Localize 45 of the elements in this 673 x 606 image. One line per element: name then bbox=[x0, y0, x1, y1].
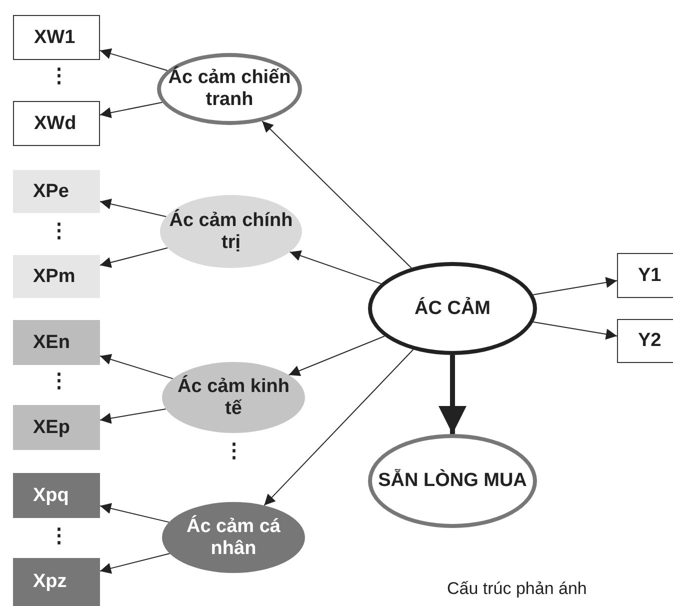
variable-box bbox=[13, 405, 100, 450]
variable-box bbox=[617, 319, 673, 363]
node-label: XEn bbox=[32, 332, 71, 354]
node-label: Ác cảm chính trị bbox=[168, 210, 294, 254]
variable-box bbox=[13, 558, 100, 606]
arrow bbox=[289, 250, 382, 284]
arrow bbox=[288, 336, 386, 376]
variable-box bbox=[617, 253, 673, 298]
arrow bbox=[532, 277, 618, 296]
variable-box bbox=[13, 15, 100, 60]
variable-box bbox=[13, 170, 100, 213]
arrow bbox=[100, 503, 170, 523]
variable-box bbox=[13, 320, 100, 365]
node-label: Y2 bbox=[637, 330, 662, 352]
caption: Cấu trúc phản ánh bbox=[447, 579, 587, 599]
ellipsis-dots: ⋮ bbox=[49, 66, 69, 86]
arrow bbox=[532, 322, 618, 340]
ellipsis-dots: ⋮ bbox=[49, 526, 69, 546]
thick-arrow bbox=[438, 355, 466, 434]
arrow bbox=[100, 198, 167, 218]
arrow bbox=[100, 48, 168, 71]
variable-box bbox=[13, 473, 100, 518]
arrow bbox=[100, 553, 170, 574]
node-label: XW1 bbox=[33, 26, 76, 48]
ellipsis-dots: ⋮ bbox=[49, 371, 69, 391]
node-label: XEp bbox=[32, 416, 71, 438]
node-label: Ác cảm kinh tế bbox=[176, 376, 290, 420]
node-label: Ác cảm chiến tranh bbox=[167, 67, 292, 111]
node-label: XWd bbox=[33, 112, 78, 134]
node-label: Ác cảm cá nhân bbox=[185, 516, 282, 560]
ellipsis-dots: ⋮ bbox=[49, 221, 69, 241]
node-label: Xpz bbox=[32, 571, 68, 593]
variable-box bbox=[13, 255, 100, 298]
node-label: XPe bbox=[32, 180, 70, 202]
node-label: ÁC CẢM bbox=[414, 298, 492, 320]
node-label: Xpq bbox=[32, 484, 70, 506]
node-label: SẴN LÒNG MUA bbox=[377, 470, 528, 492]
node-label: Y1 bbox=[637, 264, 662, 286]
arrow bbox=[100, 247, 168, 268]
variable-box bbox=[13, 101, 100, 146]
arrow bbox=[100, 408, 166, 424]
arrow bbox=[264, 349, 414, 506]
arrow bbox=[100, 354, 174, 380]
node-label: XPm bbox=[32, 266, 76, 288]
ellipsis-dots: ⋮ bbox=[224, 441, 244, 461]
